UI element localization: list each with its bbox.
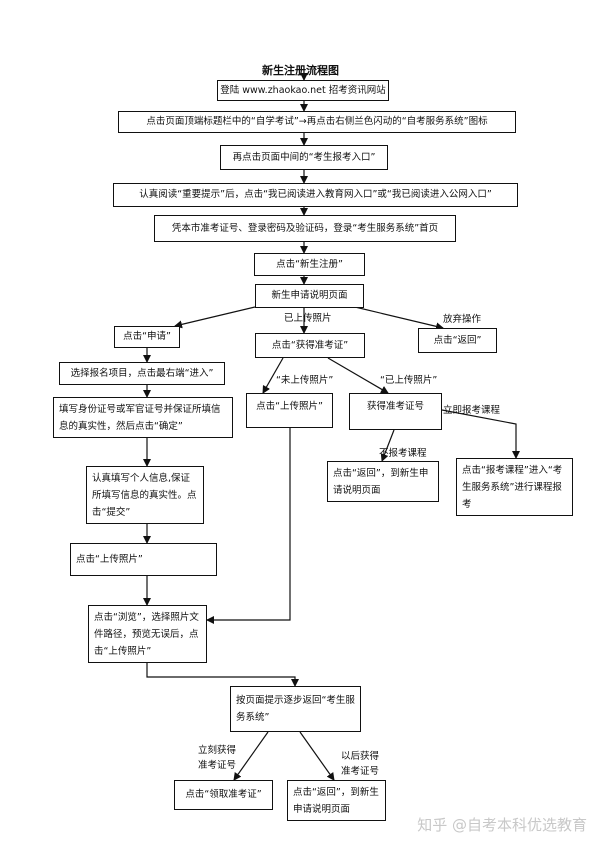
arrow-ticket-to-not-uploaded bbox=[262, 357, 284, 394]
arrow-ticket-to-uploaded bbox=[327, 357, 389, 394]
step-upload-photo-mid: 点击“上传照片” bbox=[246, 393, 333, 428]
watermark-text: 知乎 @自考本科优选教育 bbox=[417, 816, 587, 834]
step-return-service-system: 按页面提示逐步返回“考生服务系统” bbox=[230, 686, 361, 732]
label-uploaded: “已上传照片” bbox=[380, 375, 438, 386]
label-enroll-now: 立即报考课程 bbox=[443, 405, 501, 416]
step-enroll-course: 点击“报考课程”进入“考生服务系统”进行课程报考 bbox=[456, 458, 573, 516]
step-fill-id: 填写身份证号或军官证号并保证所填信息的真实性，然后点击“确定” bbox=[53, 397, 233, 438]
label-uploaded-photo: 已上传照片 bbox=[284, 313, 332, 324]
label-get-later-line1: 以后获得 bbox=[341, 751, 380, 762]
label-no-enroll: 不报考课程 bbox=[379, 448, 427, 459]
step-choose-project: 选择报名项目，点击最右端“进入” bbox=[59, 362, 225, 385]
step-read-notice: 认真阅读“重要提示”后，点击“我已阅读进入教育网入口”或“我已阅读进入公网入口” bbox=[113, 183, 518, 207]
arrow-got-ticket-to-no-enroll bbox=[380, 429, 395, 462]
arrow-desc-to-apply bbox=[174, 306, 256, 329]
diagram-title: 新生注册流程图 bbox=[262, 64, 339, 77]
label-not-uploaded: “未上传照片” bbox=[276, 375, 334, 386]
step-credentials: 凭本市准考证号、登录密码及验证码，登录“考生服务系统”首页 bbox=[154, 215, 456, 242]
label-get-now-line1: 立刻获得 bbox=[198, 745, 237, 756]
step-receive-ticket: 点击“领取准考证” bbox=[174, 780, 273, 810]
arrow-return-system-to-return-final bbox=[299, 731, 335, 781]
step-return-new-student: 点击“返回”，到新生申请说明页面 bbox=[327, 461, 439, 502]
label-give-up: 放弃操作 bbox=[443, 314, 482, 325]
step-upload-photo-left: 点击“上传照片” bbox=[70, 543, 217, 576]
step-click-top-bar: 点击页面顶端标题栏中的“自学考试”→再点击右侧兰色闪动的“自考服务系统”图标 bbox=[118, 111, 516, 133]
step-fill-personal-info: 认真填写个人信息,保证所填写信息的真实性。点击“提交” bbox=[86, 466, 204, 524]
step-got-ticket-number: 获得准考证号 bbox=[349, 393, 442, 430]
step-apply-description: 新生申请说明页面 bbox=[255, 284, 364, 308]
label-get-later-line2: 准考证号 bbox=[341, 766, 380, 777]
arrow-got-ticket-to-enroll bbox=[441, 409, 520, 459]
step-new-register: 点击“新生注册” bbox=[254, 253, 365, 276]
step-click-return: 点击“返回” bbox=[418, 328, 497, 353]
step-click-apply: 点击“申请” bbox=[114, 326, 180, 348]
step-login: 登陆 www.zhaokao.net 招考资讯网站 bbox=[217, 80, 389, 101]
arrow-mid-upload-to-browse bbox=[206, 428, 291, 624]
arrow-return-system-to-receive bbox=[233, 731, 269, 781]
step-click-entry: 再点击页面中间的“考生报考入口” bbox=[220, 145, 388, 170]
step-return-final: 点击“返回”，到新生申请说明页面 bbox=[287, 780, 386, 821]
label-get-now-line2: 准考证号 bbox=[198, 760, 237, 771]
arrow-desc-to-return bbox=[354, 306, 444, 331]
step-get-ticket: 点击“获得准考证” bbox=[255, 333, 365, 358]
step-browse-upload: 点击“浏览”，选择照片文件路径，预览无误后，点击“上传照片” bbox=[88, 605, 207, 663]
arrow-browse-to-return-system bbox=[146, 663, 299, 687]
